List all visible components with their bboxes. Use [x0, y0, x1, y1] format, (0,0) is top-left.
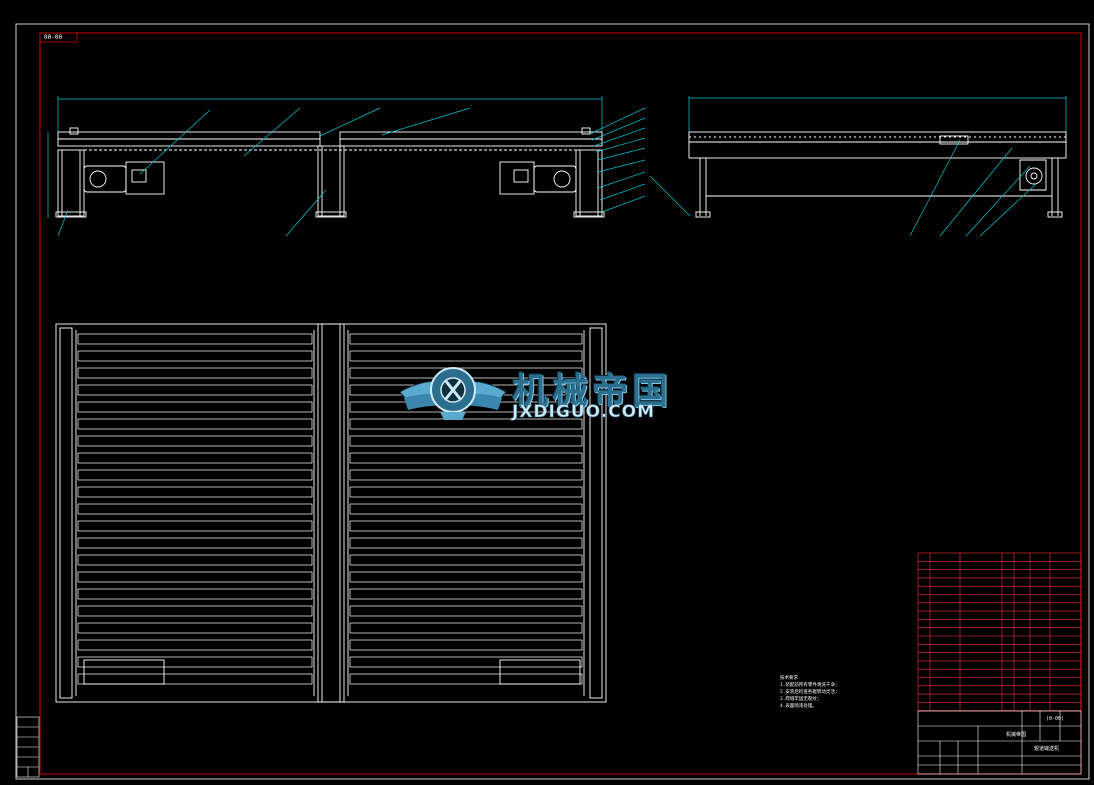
roller	[77, 520, 313, 532]
tech-note: 1.装配前所有零件清洗干净;	[780, 683, 838, 688]
roller	[349, 571, 583, 583]
roller	[349, 350, 583, 362]
roller	[349, 656, 583, 668]
roller	[349, 673, 583, 685]
roller	[77, 588, 313, 600]
title-block-company: 机械帝国	[1006, 732, 1027, 738]
roller	[349, 418, 583, 430]
title-block	[917, 710, 1082, 775]
roller	[77, 367, 313, 379]
roller	[77, 384, 313, 396]
title-block-drawing-name: 辊道输送机	[1034, 746, 1060, 752]
watermark-logo	[399, 367, 507, 420]
title-block-drawing-no: (0-00)	[1046, 716, 1065, 722]
sheet-code-box	[39, 32, 78, 43]
roller	[349, 639, 583, 651]
roller	[77, 401, 313, 413]
roller	[77, 452, 313, 464]
roller	[349, 469, 583, 481]
roller	[77, 350, 313, 362]
watermark-brand-cn: 机械帝国	[512, 371, 673, 412]
roller	[349, 486, 583, 498]
roller	[349, 588, 583, 600]
roller	[77, 537, 313, 549]
roller	[349, 554, 583, 566]
front-leaders	[57, 107, 646, 237]
tech-note: 4.表面喷漆处理。	[780, 704, 817, 709]
tech-note: 3.焊缝牢固无裂纹;	[780, 697, 820, 702]
roller	[349, 435, 583, 447]
tech-note: 2.安装后检查各辊转动灵活;	[780, 690, 838, 695]
technical-notes: 技术要求 1.装配前所有零件清洗干净; 2.安装后检查各辊转动灵活; 3.焊缝牢…	[780, 675, 838, 710]
tech-notes-title: 技术要求	[780, 676, 798, 681]
bom-table	[917, 552, 1082, 712]
roller	[349, 537, 583, 549]
sheet-code: 00-00	[44, 34, 63, 41]
roller	[349, 333, 583, 345]
roller	[77, 554, 313, 566]
roller	[77, 605, 313, 617]
roller	[349, 452, 583, 464]
inner-frame	[39, 32, 1082, 775]
roller	[77, 486, 313, 498]
front-dimension	[47, 96, 603, 218]
roller	[77, 503, 313, 515]
roller	[349, 622, 583, 634]
roller	[349, 503, 583, 515]
left-margin-table	[16, 716, 40, 778]
plan-view	[55, 323, 607, 703]
roller	[77, 469, 313, 481]
side-view	[649, 96, 1067, 237]
roller	[77, 656, 313, 668]
roller	[77, 435, 313, 447]
front-view	[47, 96, 646, 237]
roller	[349, 520, 583, 532]
roller	[77, 622, 313, 634]
watermark-brand-en: JXDIGUO.COM	[512, 402, 656, 423]
roller	[77, 673, 313, 685]
roller	[77, 571, 313, 583]
outer-frame	[15, 23, 1090, 780]
roller	[77, 418, 313, 430]
roller	[77, 333, 313, 345]
roller	[349, 605, 583, 617]
roller	[77, 639, 313, 651]
